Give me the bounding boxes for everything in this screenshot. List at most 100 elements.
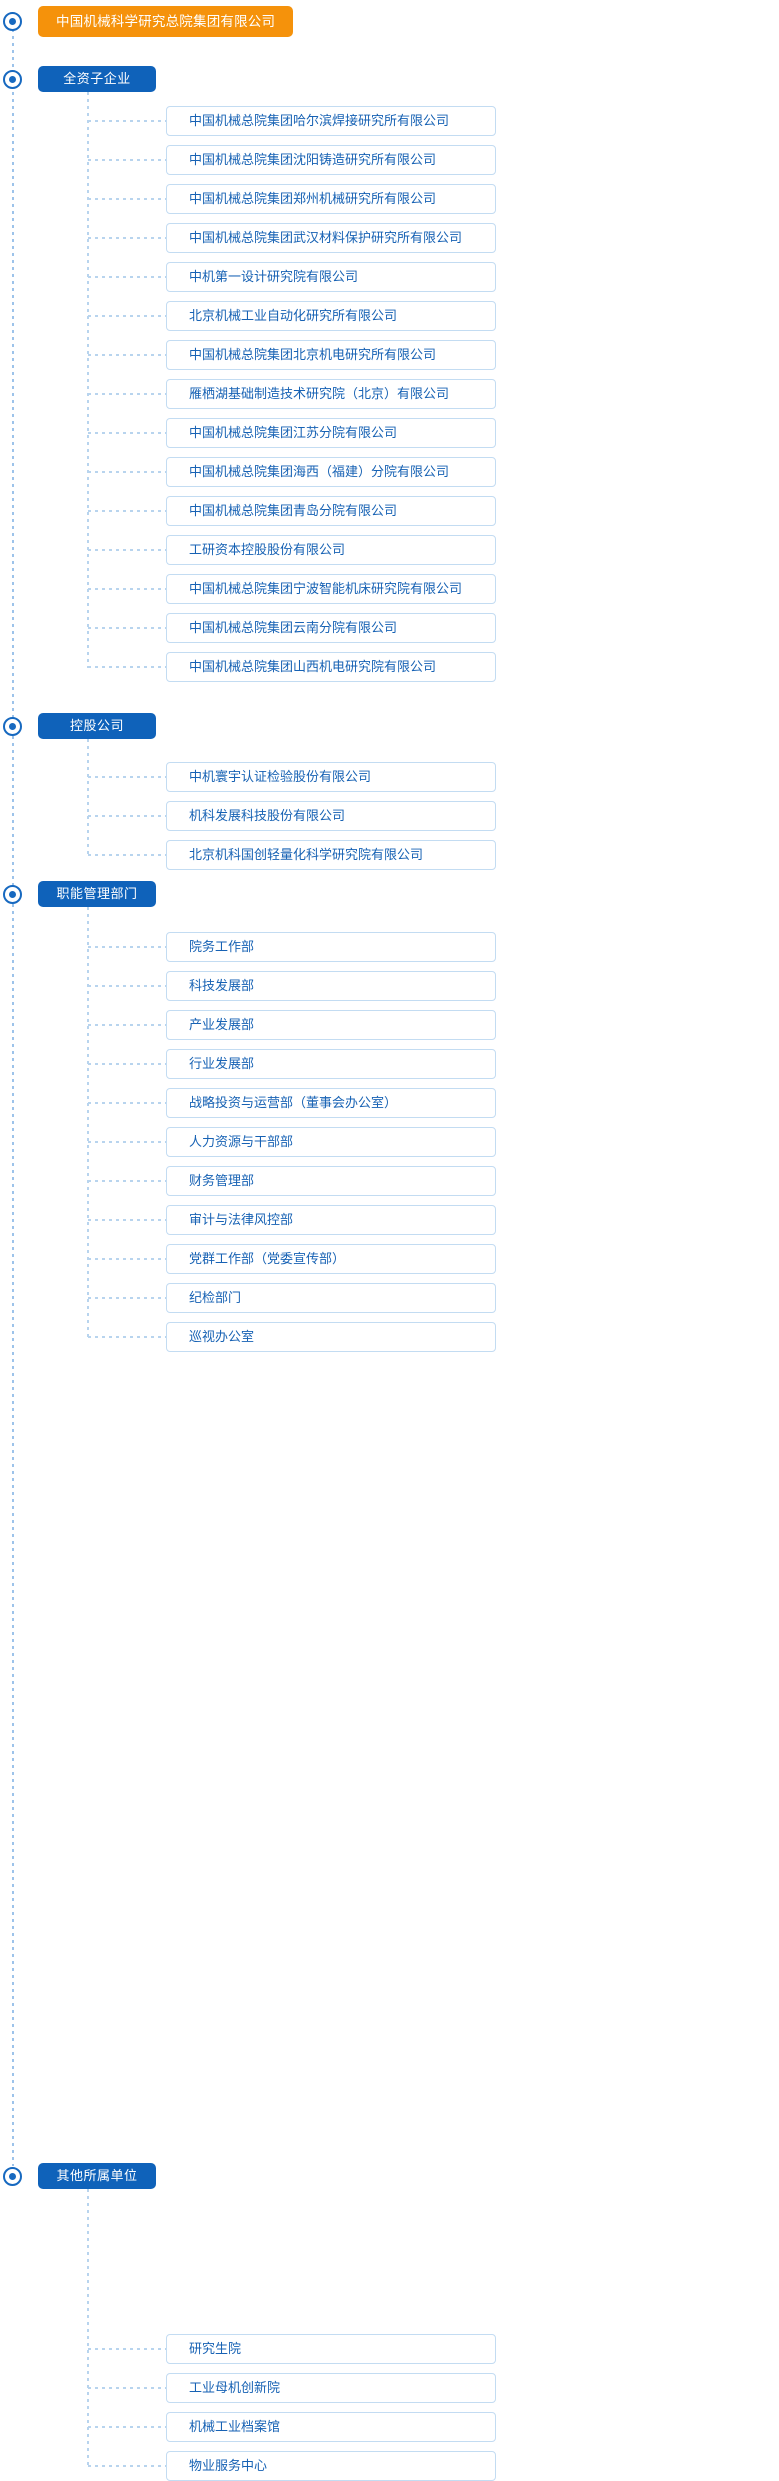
list-item: 中国机械总院集团海西（福建）分院有限公司: [88, 457, 496, 487]
connector-line: [88, 549, 166, 551]
section-label[interactable]: 控股公司: [38, 713, 156, 739]
org-unit-box[interactable]: 机械工业档案馆: [166, 2412, 496, 2442]
org-unit-box[interactable]: 中国机械总院集团江苏分院有限公司: [166, 418, 496, 448]
list-item: 人力资源与干部部: [88, 1127, 496, 1157]
connector-line: [88, 627, 166, 629]
connector-line: [88, 198, 166, 200]
section-label[interactable]: 其他所属单位: [38, 2163, 156, 2189]
connector-line: [88, 985, 166, 987]
org-unit-box[interactable]: 产业发展部: [166, 1010, 496, 1040]
connector-line: [88, 815, 166, 817]
org-unit-box[interactable]: 院务工作部: [166, 932, 496, 962]
list-item: 物业服务中心: [88, 2451, 496, 2481]
connector-line: [88, 1141, 166, 1143]
org-unit-box[interactable]: 巡视办公室: [166, 1322, 496, 1352]
list-item: 行业发展部: [88, 1049, 496, 1079]
connector-line: [88, 1258, 166, 1260]
list-item: 研究生院: [88, 2334, 496, 2364]
target-dot-icon: [0, 881, 26, 907]
org-unit-box[interactable]: 北京机械工业自动化研究所有限公司: [166, 301, 496, 331]
connector-line: [88, 1180, 166, 1182]
org-unit-box[interactable]: 财务管理部: [166, 1166, 496, 1196]
org-unit-box[interactable]: 纪检部门: [166, 1283, 496, 1313]
connector-line: [88, 1063, 166, 1065]
list-item: 党群工作部（党委宣传部）: [88, 1244, 496, 1274]
root-node[interactable]: 中国机械科学研究总院集团有限公司: [38, 5, 294, 37]
org-unit-box[interactable]: 雁栖湖基础制造技术研究院（北京）有限公司: [166, 379, 496, 409]
connector-line: [88, 510, 166, 512]
org-unit-box[interactable]: 党群工作部（党委宣传部）: [166, 1244, 496, 1274]
org-unit-box[interactable]: 中国机械总院集团山西机电研究院有限公司: [166, 652, 496, 682]
org-unit-box[interactable]: 机科发展科技股份有限公司: [166, 801, 496, 831]
org-unit-box[interactable]: 中国机械总院集团沈阳铸造研究所有限公司: [166, 145, 496, 175]
connector-line: [88, 2387, 166, 2389]
org-unit-box[interactable]: 中国机械总院集团海西（福建）分院有限公司: [166, 457, 496, 487]
section-header-3: 职能管理部门: [0, 881, 156, 907]
section-label[interactable]: 全资子企业: [38, 66, 156, 92]
connector-line: [88, 393, 166, 395]
org-unit-box[interactable]: 中机寰宇认证检验股份有限公司: [166, 762, 496, 792]
section-label[interactable]: 职能管理部门: [38, 881, 156, 907]
org-unit-box[interactable]: 中国机械总院集团云南分院有限公司: [166, 613, 496, 643]
org-unit-box[interactable]: 物业服务中心: [166, 2451, 496, 2481]
org-unit-box[interactable]: 中国机械总院集团武汉材料保护研究所有限公司: [166, 223, 496, 253]
org-unit-box[interactable]: 工研资本控股股份有限公司: [166, 535, 496, 565]
connector-line: [88, 354, 166, 356]
target-dot-icon: [0, 713, 26, 739]
list-item: 战略投资与运营部（董事会办公室）: [88, 1088, 496, 1118]
list-item: 中国机械总院集团江苏分院有限公司: [88, 418, 496, 448]
connector-line: [88, 315, 166, 317]
list-item: 中国机械总院集团北京机电研究所有限公司: [88, 340, 496, 370]
list-item: 中国机械总院集团云南分院有限公司: [88, 613, 496, 643]
branch-spine: [87, 92, 89, 668]
root-node-row: 中国机械科学研究总院集团有限公司: [0, 4, 294, 38]
branch-spine: [87, 2189, 89, 2467]
branch-spine: [87, 739, 89, 856]
list-item: 审计与法律风控部: [88, 1205, 496, 1235]
list-item: 财务管理部: [88, 1166, 496, 1196]
connector-line: [88, 588, 166, 590]
org-unit-box[interactable]: 中机第一设计研究院有限公司: [166, 262, 496, 292]
org-unit-box[interactable]: 中国机械总院集团宁波智能机床研究院有限公司: [166, 574, 496, 604]
org-unit-box[interactable]: 中国机械总院集团北京机电研究所有限公司: [166, 340, 496, 370]
connector-line: [88, 1219, 166, 1221]
org-unit-box[interactable]: 审计与法律风控部: [166, 1205, 496, 1235]
connector-line: [88, 471, 166, 473]
target-dot-icon: [0, 8, 26, 34]
connector-line: [88, 2426, 166, 2428]
org-unit-box[interactable]: 中国机械总院集团青岛分院有限公司: [166, 496, 496, 526]
list-item: 院务工作部: [88, 932, 496, 962]
org-unit-box[interactable]: 中国机械总院集团郑州机械研究所有限公司: [166, 184, 496, 214]
org-unit-box[interactable]: 研究生院: [166, 2334, 496, 2364]
org-unit-box[interactable]: 工业母机创新院: [166, 2373, 496, 2403]
connector-line: [88, 666, 166, 668]
connector-line: [88, 2348, 166, 2350]
connector-line: [88, 432, 166, 434]
connector-line: [88, 1024, 166, 1026]
list-item: 巡视办公室: [88, 1322, 496, 1352]
list-item: 中机第一设计研究院有限公司: [88, 262, 496, 292]
connector-line: [88, 776, 166, 778]
org-unit-box[interactable]: 中国机械总院集团哈尔滨焊接研究所有限公司: [166, 106, 496, 136]
target-dot-icon: [0, 66, 26, 92]
list-item: 中国机械总院集团哈尔滨焊接研究所有限公司: [88, 106, 496, 136]
branch-spine: [87, 907, 89, 1338]
org-chart-main-spine: [12, 22, 14, 2166]
org-unit-box[interactable]: 行业发展部: [166, 1049, 496, 1079]
list-item: 纪检部门: [88, 1283, 496, 1313]
connector-line: [88, 1336, 166, 1338]
connector-line: [88, 237, 166, 239]
org-unit-box[interactable]: 人力资源与干部部: [166, 1127, 496, 1157]
org-unit-box[interactable]: 科技发展部: [166, 971, 496, 1001]
section-header-2: 控股公司: [0, 713, 156, 739]
section-header-4: 其他所属单位: [0, 2163, 156, 2189]
list-item: 机械工业档案馆: [88, 2412, 496, 2442]
org-unit-box[interactable]: 战略投资与运营部（董事会办公室）: [166, 1088, 496, 1118]
connector-line: [88, 946, 166, 948]
org-unit-box[interactable]: 北京机科国创轻量化科学研究院有限公司: [166, 840, 496, 870]
list-item: 中国机械总院集团武汉材料保护研究所有限公司: [88, 223, 496, 253]
connector-line: [88, 1102, 166, 1104]
list-item: 工研资本控股股份有限公司: [88, 535, 496, 565]
connector-line: [88, 120, 166, 122]
list-item: 雁栖湖基础制造技术研究院（北京）有限公司: [88, 379, 496, 409]
